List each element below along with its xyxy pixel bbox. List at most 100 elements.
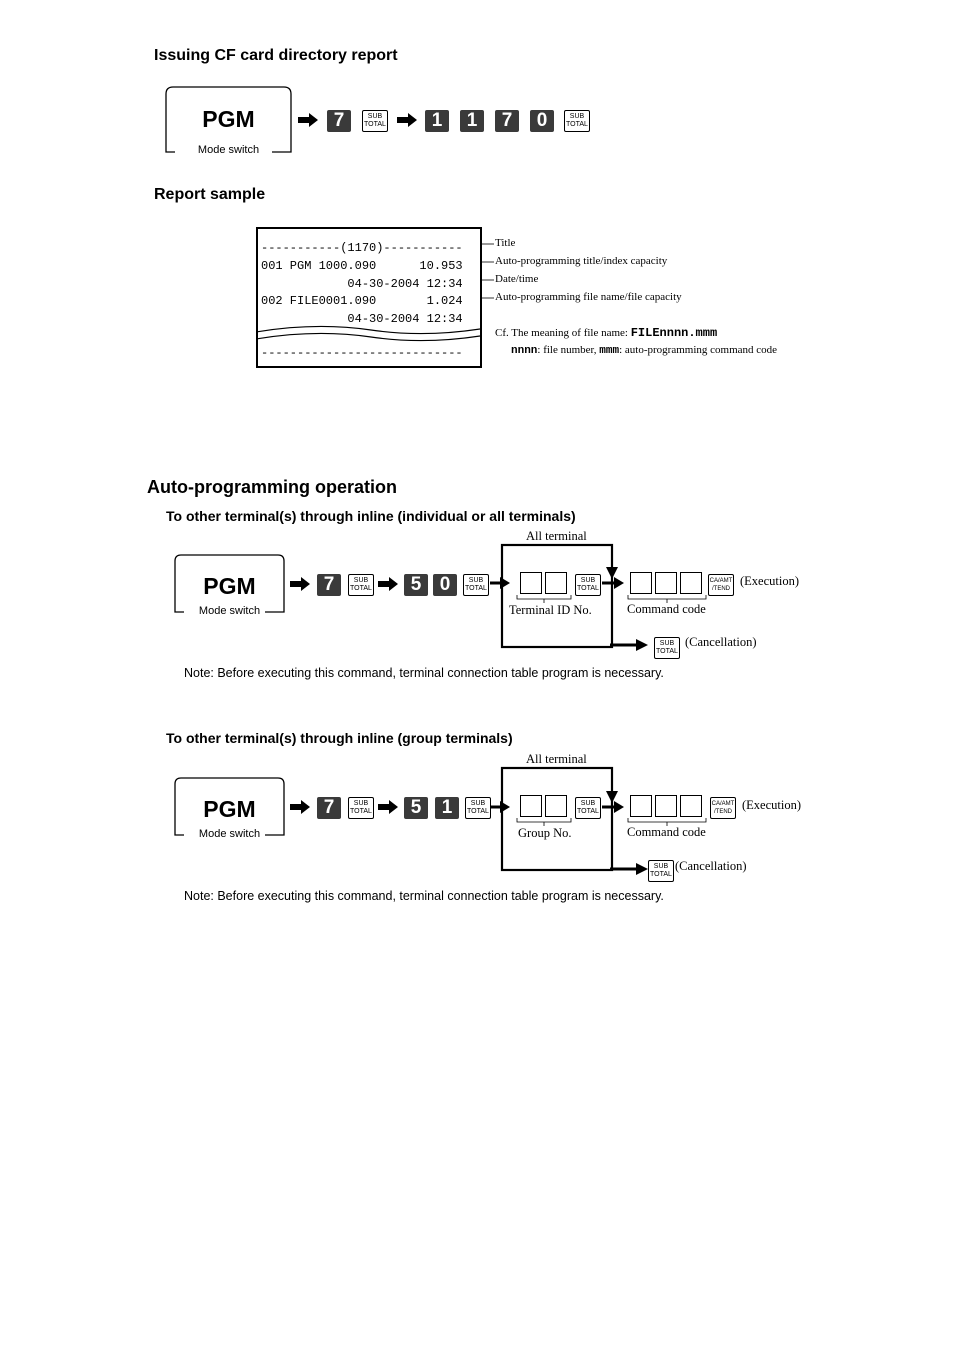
- sub-total-bottom: TOTAL: [656, 648, 678, 655]
- bracket: [627, 818, 707, 826]
- sub-total-top: SUB: [580, 800, 596, 807]
- mode-switch-box: PGM Mode switch: [174, 554, 285, 617]
- group-note: Note: Before executing this command, ter…: [184, 889, 664, 903]
- input-box: [680, 572, 702, 594]
- sub-total-bottom: TOTAL: [467, 808, 489, 815]
- key-7: 7: [327, 110, 351, 132]
- ca-amt-tend-key: CA/AMT/TEND: [710, 797, 736, 819]
- legend-text-a: : file number,: [537, 344, 600, 356]
- input-box: [630, 572, 652, 594]
- receipt-line: 001 PGM 1000.090 10.953: [261, 259, 463, 273]
- flow-frame: [490, 543, 624, 649]
- input-box: [655, 572, 677, 594]
- key-7: 7: [495, 110, 519, 132]
- key-5: 5: [404, 574, 428, 596]
- key-5: 5: [404, 797, 428, 819]
- file-name-legend: nnnn: file number, mmm: auto-programming…: [511, 344, 777, 357]
- terminal-id-label: Terminal ID No.: [509, 603, 592, 617]
- receipt-line-title: -----------(1170)-----------: [261, 241, 463, 255]
- ca-top: CA/AMT: [711, 801, 735, 807]
- sub-total-bottom: TOTAL: [364, 121, 386, 128]
- arrow-right-icon: [290, 800, 310, 814]
- section-heading-cf-report: Issuing CF card directory report: [154, 47, 398, 64]
- key-0: 0: [433, 574, 457, 596]
- key-1: 1: [425, 110, 449, 132]
- callout-capacity: Auto-programming title/index capacity: [495, 255, 668, 267]
- execution-label: (Execution): [742, 798, 802, 812]
- mode-label-pgm: PGM: [203, 796, 256, 822]
- receipt-line: 04-30-2004 12:34: [261, 277, 463, 291]
- command-code-label: Command code: [627, 602, 706, 616]
- arrow-right-icon: [378, 800, 398, 814]
- ca-bottom: /TEND: [714, 809, 732, 815]
- callout-file: Auto-programming file name/file capacity: [495, 291, 682, 303]
- sub-total-top: SUB: [353, 800, 369, 807]
- legend-text-b: : auto-programming command code: [619, 344, 778, 356]
- sub-total-top: SUB: [569, 113, 585, 120]
- sub-total-top: SUB: [470, 800, 486, 807]
- bracket: [516, 595, 572, 603]
- input-box: [680, 795, 702, 817]
- input-box: [520, 572, 542, 594]
- sub-total-bottom: TOTAL: [350, 585, 372, 592]
- mode-label-pgm: PGM: [202, 106, 255, 132]
- key-7: 7: [317, 797, 341, 819]
- arrow-right-icon: [378, 577, 398, 591]
- input-box: [545, 795, 567, 817]
- ca-top: CA/AMT: [709, 578, 733, 584]
- report-sample-heading: Report sample: [154, 186, 266, 203]
- legend-mmm: mmm: [599, 345, 620, 357]
- sub-total-top: SUB: [367, 113, 383, 120]
- file-name-note-prefix: Cf. The meaning of file name:: [495, 327, 631, 339]
- key-0: 0: [530, 110, 554, 132]
- sub-total-bottom: TOTAL: [650, 871, 672, 878]
- arrow-right-icon: [298, 113, 318, 127]
- arrow-right-icon: [290, 577, 310, 591]
- key-7: 7: [317, 574, 341, 596]
- mode-caption: Mode switch: [197, 144, 260, 156]
- mode-label-pgm: PGM: [203, 573, 256, 599]
- sub-total-bottom: TOTAL: [350, 808, 372, 815]
- all-terminal-label: All terminal: [526, 529, 587, 543]
- mode-caption: Mode switch: [198, 605, 261, 617]
- sub-total-top: SUB: [580, 577, 596, 584]
- report-receipt: -----------(1170)----------- 001 PGM 100…: [256, 227, 482, 368]
- sub-total-bottom: TOTAL: [465, 585, 487, 592]
- mode-caption: Mode switch: [198, 828, 261, 840]
- sub-total-bottom: TOTAL: [577, 585, 599, 592]
- key-1: 1: [435, 797, 459, 819]
- input-box: [545, 572, 567, 594]
- tear-line: [258, 325, 480, 342]
- group-subheading: To other terminal(s) through inline (gro…: [166, 730, 513, 746]
- bracket: [516, 818, 572, 826]
- mode-switch-box: PGM Mode switch: [174, 777, 285, 840]
- ca-bottom: /TEND: [712, 586, 730, 592]
- arrow-right-icon: [397, 113, 417, 127]
- sub-total-top: SUB: [468, 577, 484, 584]
- key-1: 1: [460, 110, 484, 132]
- individual-subheading: To other terminal(s) through inline (ind…: [166, 508, 576, 524]
- callout-title: Title: [495, 237, 516, 249]
- sub-total-top: SUB: [353, 577, 369, 584]
- callout-datetime: Date/time: [495, 273, 539, 285]
- mode-switch-box: PGM Mode switch: [165, 86, 292, 156]
- mode-switch-frame: [165, 86, 292, 153]
- all-terminal-label: All terminal: [526, 752, 587, 766]
- cancellation-label: (Cancellation): [675, 859, 747, 873]
- mode-switch-frame: [174, 554, 285, 613]
- auto-programming-heading: Auto-programming operation: [147, 477, 397, 497]
- cancel-arrow-icon: [610, 639, 648, 651]
- cancel-arrow-icon: [610, 863, 648, 875]
- file-name-note: Cf. The meaning of file name: FILEnnnn.m…: [495, 326, 717, 340]
- ca-amt-tend-key: CA/AMT/TEND: [708, 574, 734, 596]
- file-name-code: FILEnnnn.mmm: [630, 326, 718, 340]
- sub-total-bottom: TOTAL: [577, 808, 599, 815]
- callout-leaders: [480, 243, 494, 299]
